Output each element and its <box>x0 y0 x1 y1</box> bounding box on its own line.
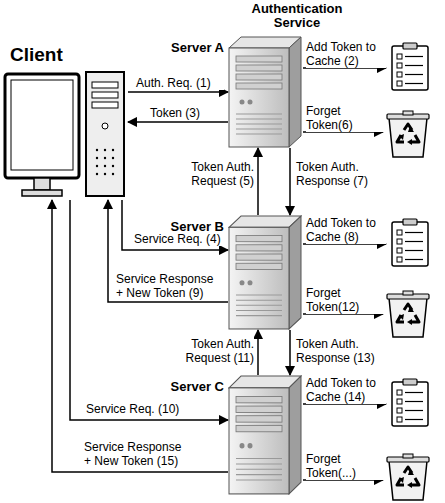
connector-arrow <box>128 121 228 123</box>
cache-icon <box>392 43 428 90</box>
connector-arrow <box>122 200 228 250</box>
server-illustration <box>228 36 302 148</box>
connector-arrow <box>289 330 291 375</box>
client-label: Client <box>2 40 128 66</box>
connector-arrow <box>108 200 228 302</box>
cache-icon <box>392 219 428 266</box>
recycle-bin <box>387 454 429 500</box>
edge-label: Auth. Req. (1) <box>136 76 224 90</box>
action-label: Forget Token(6) <box>306 104 386 132</box>
connector-arrow <box>289 148 291 215</box>
action-label: Add Token to Cache (14) <box>306 376 386 404</box>
server-illustration <box>228 215 302 330</box>
connector-arrow <box>70 200 228 420</box>
edge-label: Service Response + New Token (15) <box>84 440 184 468</box>
edge-label: Service Req. (4) <box>134 232 226 246</box>
edge-label: Token Auth. Response (13) <box>296 337 384 365</box>
connector-arrow <box>128 91 228 93</box>
action-label: Add Token to Cache (8) <box>306 216 386 244</box>
recycle-bin <box>387 291 429 337</box>
leader-arrows <box>303 68 386 480</box>
action-label: Add Token to Cache (2) <box>306 40 386 68</box>
action-label: Forget Token(...) <box>306 452 386 480</box>
edge-label: Token Auth. Request (5) <box>168 160 254 188</box>
edge-label: Token Auth. Request (11) <box>168 337 254 365</box>
server-node: Server B <box>228 215 302 330</box>
diagram-title: Authentication Service <box>232 2 362 30</box>
recycle-bin <box>387 111 429 157</box>
server-label: Server A <box>171 40 224 55</box>
client-node: Client <box>2 40 128 200</box>
action-label: Forget Token(12) <box>306 286 386 314</box>
edge-label: Token Auth. Response (7) <box>296 160 384 188</box>
server-illustration <box>228 375 302 495</box>
connector-arrow <box>257 330 259 375</box>
edge-label: Service Response + New Token (9) <box>116 272 216 300</box>
edge-label: Service Req. (10) <box>86 402 196 416</box>
edge-label: Token (3) <box>150 106 224 120</box>
connector-arrow <box>52 200 228 472</box>
server-node: Server A <box>228 36 302 148</box>
server-label: Server C <box>171 379 224 394</box>
server-node: Server C <box>228 375 302 495</box>
connector-arrow <box>257 148 259 215</box>
cache-icon <box>392 379 428 426</box>
